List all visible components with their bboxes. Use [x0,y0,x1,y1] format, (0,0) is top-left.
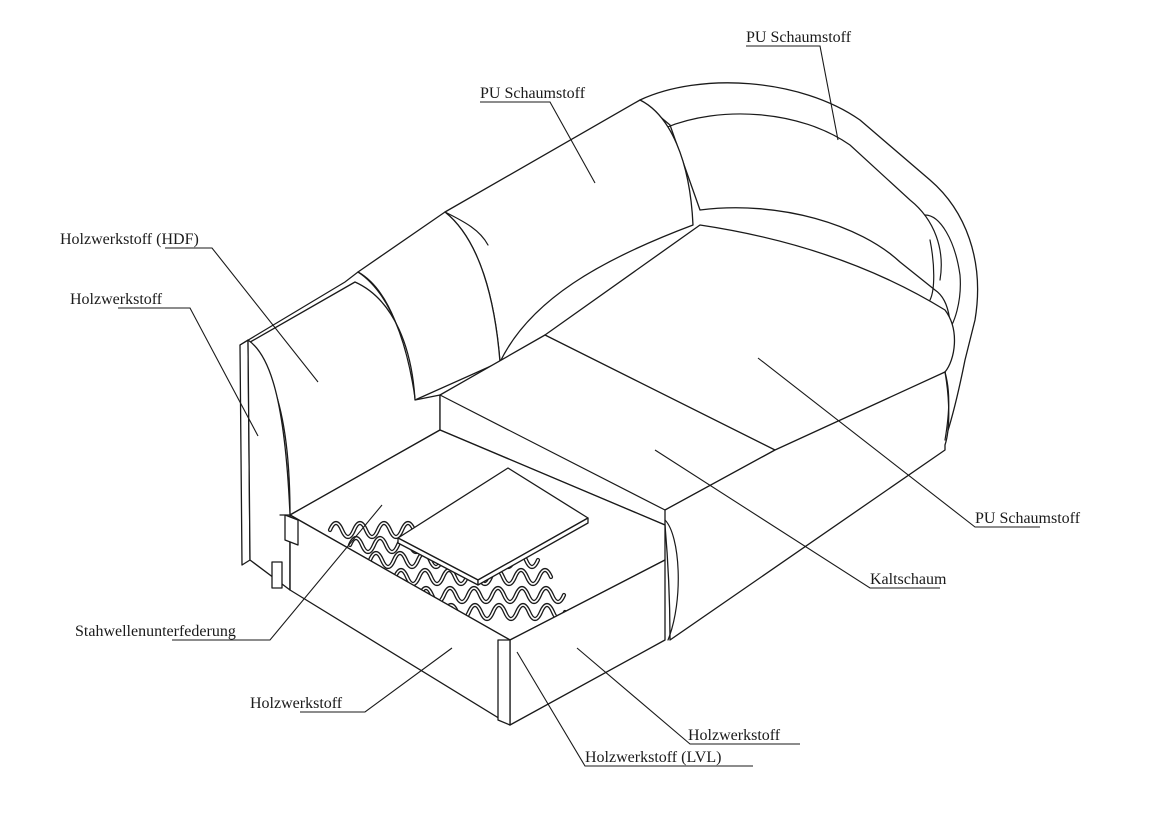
spring-pad [397,467,589,586]
leader-lines [118,45,1040,767]
backrest-arm-foam [639,82,979,441]
left-outer-panel [239,271,359,591]
right-arm-base [664,371,950,641]
label-right-panel: Holzwerkstoff [688,727,781,744]
lvl-corner-post [271,514,511,726]
label-pu-seat: PU Schaumstoff [975,510,1081,527]
label-cold-foam: Kaltschaum [870,571,947,588]
label-hdf-panel: Holzwerkstoff (HDF) [60,231,199,248]
label-front-panel: Holzwerkstoff [250,695,343,712]
label-pu-back-arm: PU Schaumstoff [746,29,852,46]
label-side-panel: Holzwerkstoff [70,291,163,308]
label-lvl-post: Holzwerkstoff (LVL) [585,749,721,766]
label-pu-backrest: PU Schaumstoff [480,85,586,102]
label-springs: Stahwellenunterfederung [75,623,236,640]
